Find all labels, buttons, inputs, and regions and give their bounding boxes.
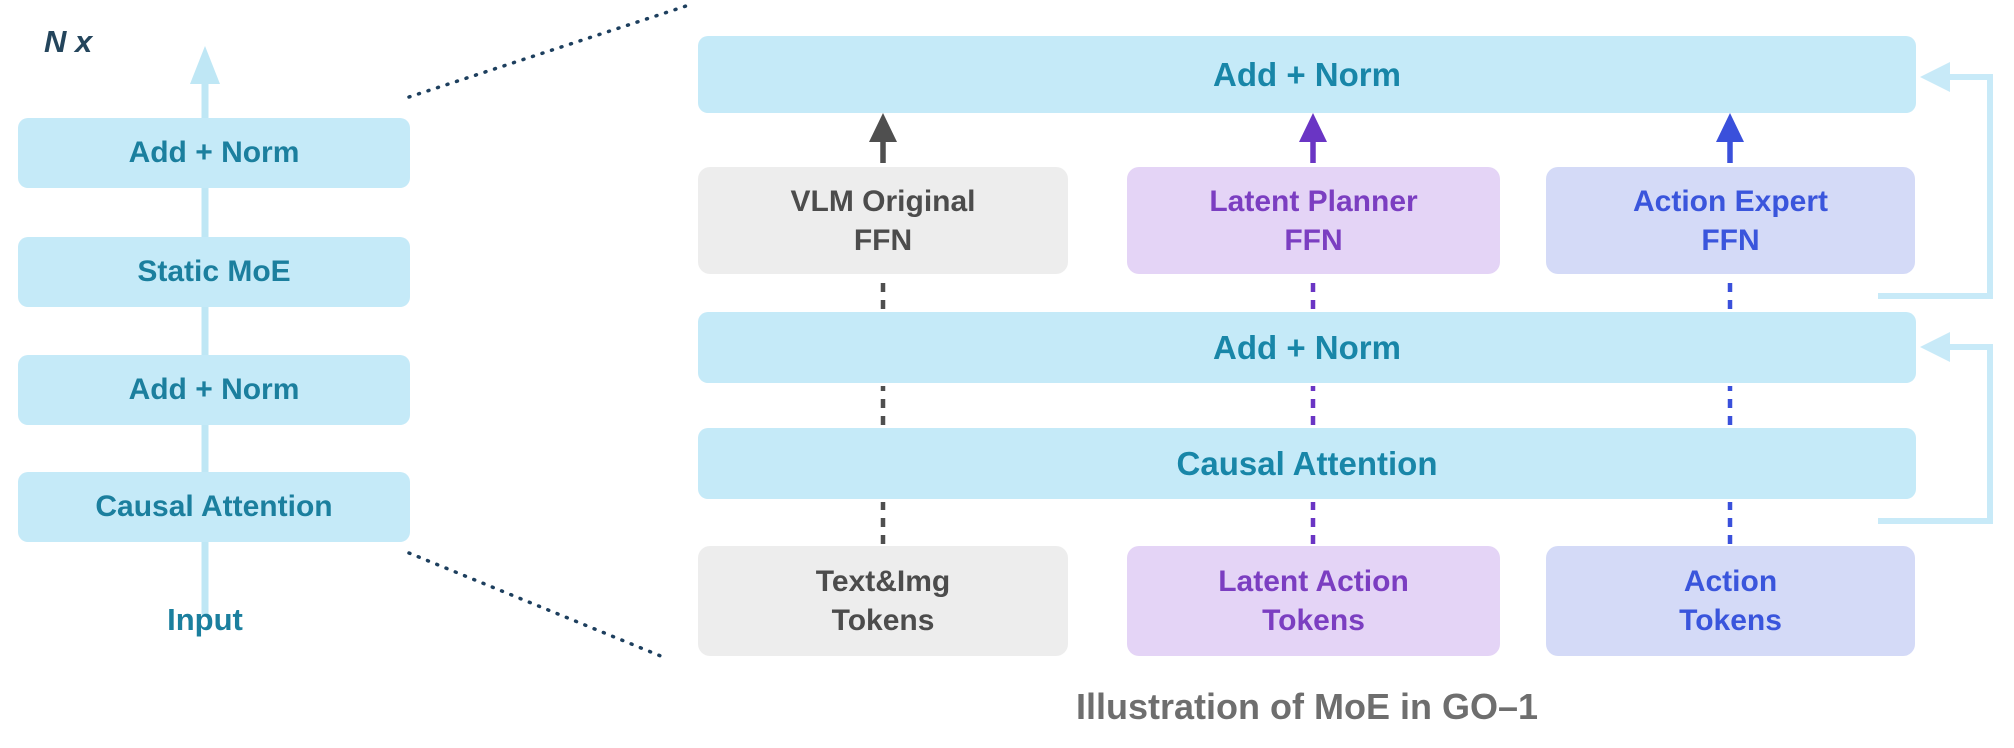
purple-up-arrowhead-icon — [1299, 113, 1327, 142]
add-norm-bar-top: Add + Norm — [698, 36, 1916, 113]
add-norm-bar-mid: Add + Norm — [698, 312, 1916, 383]
left-block-static-moe: Static MoE — [18, 237, 410, 307]
left-up-arrowhead-icon — [190, 46, 220, 84]
left-block-causal-attention: Causal Attention — [18, 472, 410, 542]
vlm-original-ffn-box: VLM Original FFN — [698, 167, 1068, 274]
repeat-count-label: N x — [44, 24, 93, 59]
action-expert-ffn-box: Action Expert FFN — [1546, 167, 1915, 274]
residual-top-arrowhead-icon — [1920, 62, 1950, 92]
causal-attention-bar: Causal Attention — [698, 428, 1916, 499]
figure-caption: Illustration of MoE in GO–1 — [1075, 686, 1539, 727]
latent-planner-ffn-box: Latent Planner FFN — [1127, 167, 1500, 274]
dotted-expansion-line-top — [407, 4, 688, 99]
residual-mid-arrowhead-icon — [1920, 332, 1950, 362]
input-label: Input — [167, 602, 243, 637]
left-block-add-norm-bottom: Add + Norm — [18, 355, 410, 425]
dotted-expansion-line-bottom — [407, 551, 670, 661]
residual-skip-ffn-line — [1878, 74, 1993, 299]
blue-up-arrowhead-icon — [1716, 113, 1744, 142]
left-block-add-norm-top: Add + Norm — [18, 118, 410, 188]
residual-skip-attention-line — [1878, 344, 1993, 524]
action-tokens-box: Action Tokens — [1546, 546, 1915, 656]
text-img-tokens-box: Text&Img Tokens — [698, 546, 1068, 656]
gray-up-arrowhead-icon — [869, 113, 897, 142]
latent-action-tokens-box: Latent Action Tokens — [1127, 546, 1500, 656]
